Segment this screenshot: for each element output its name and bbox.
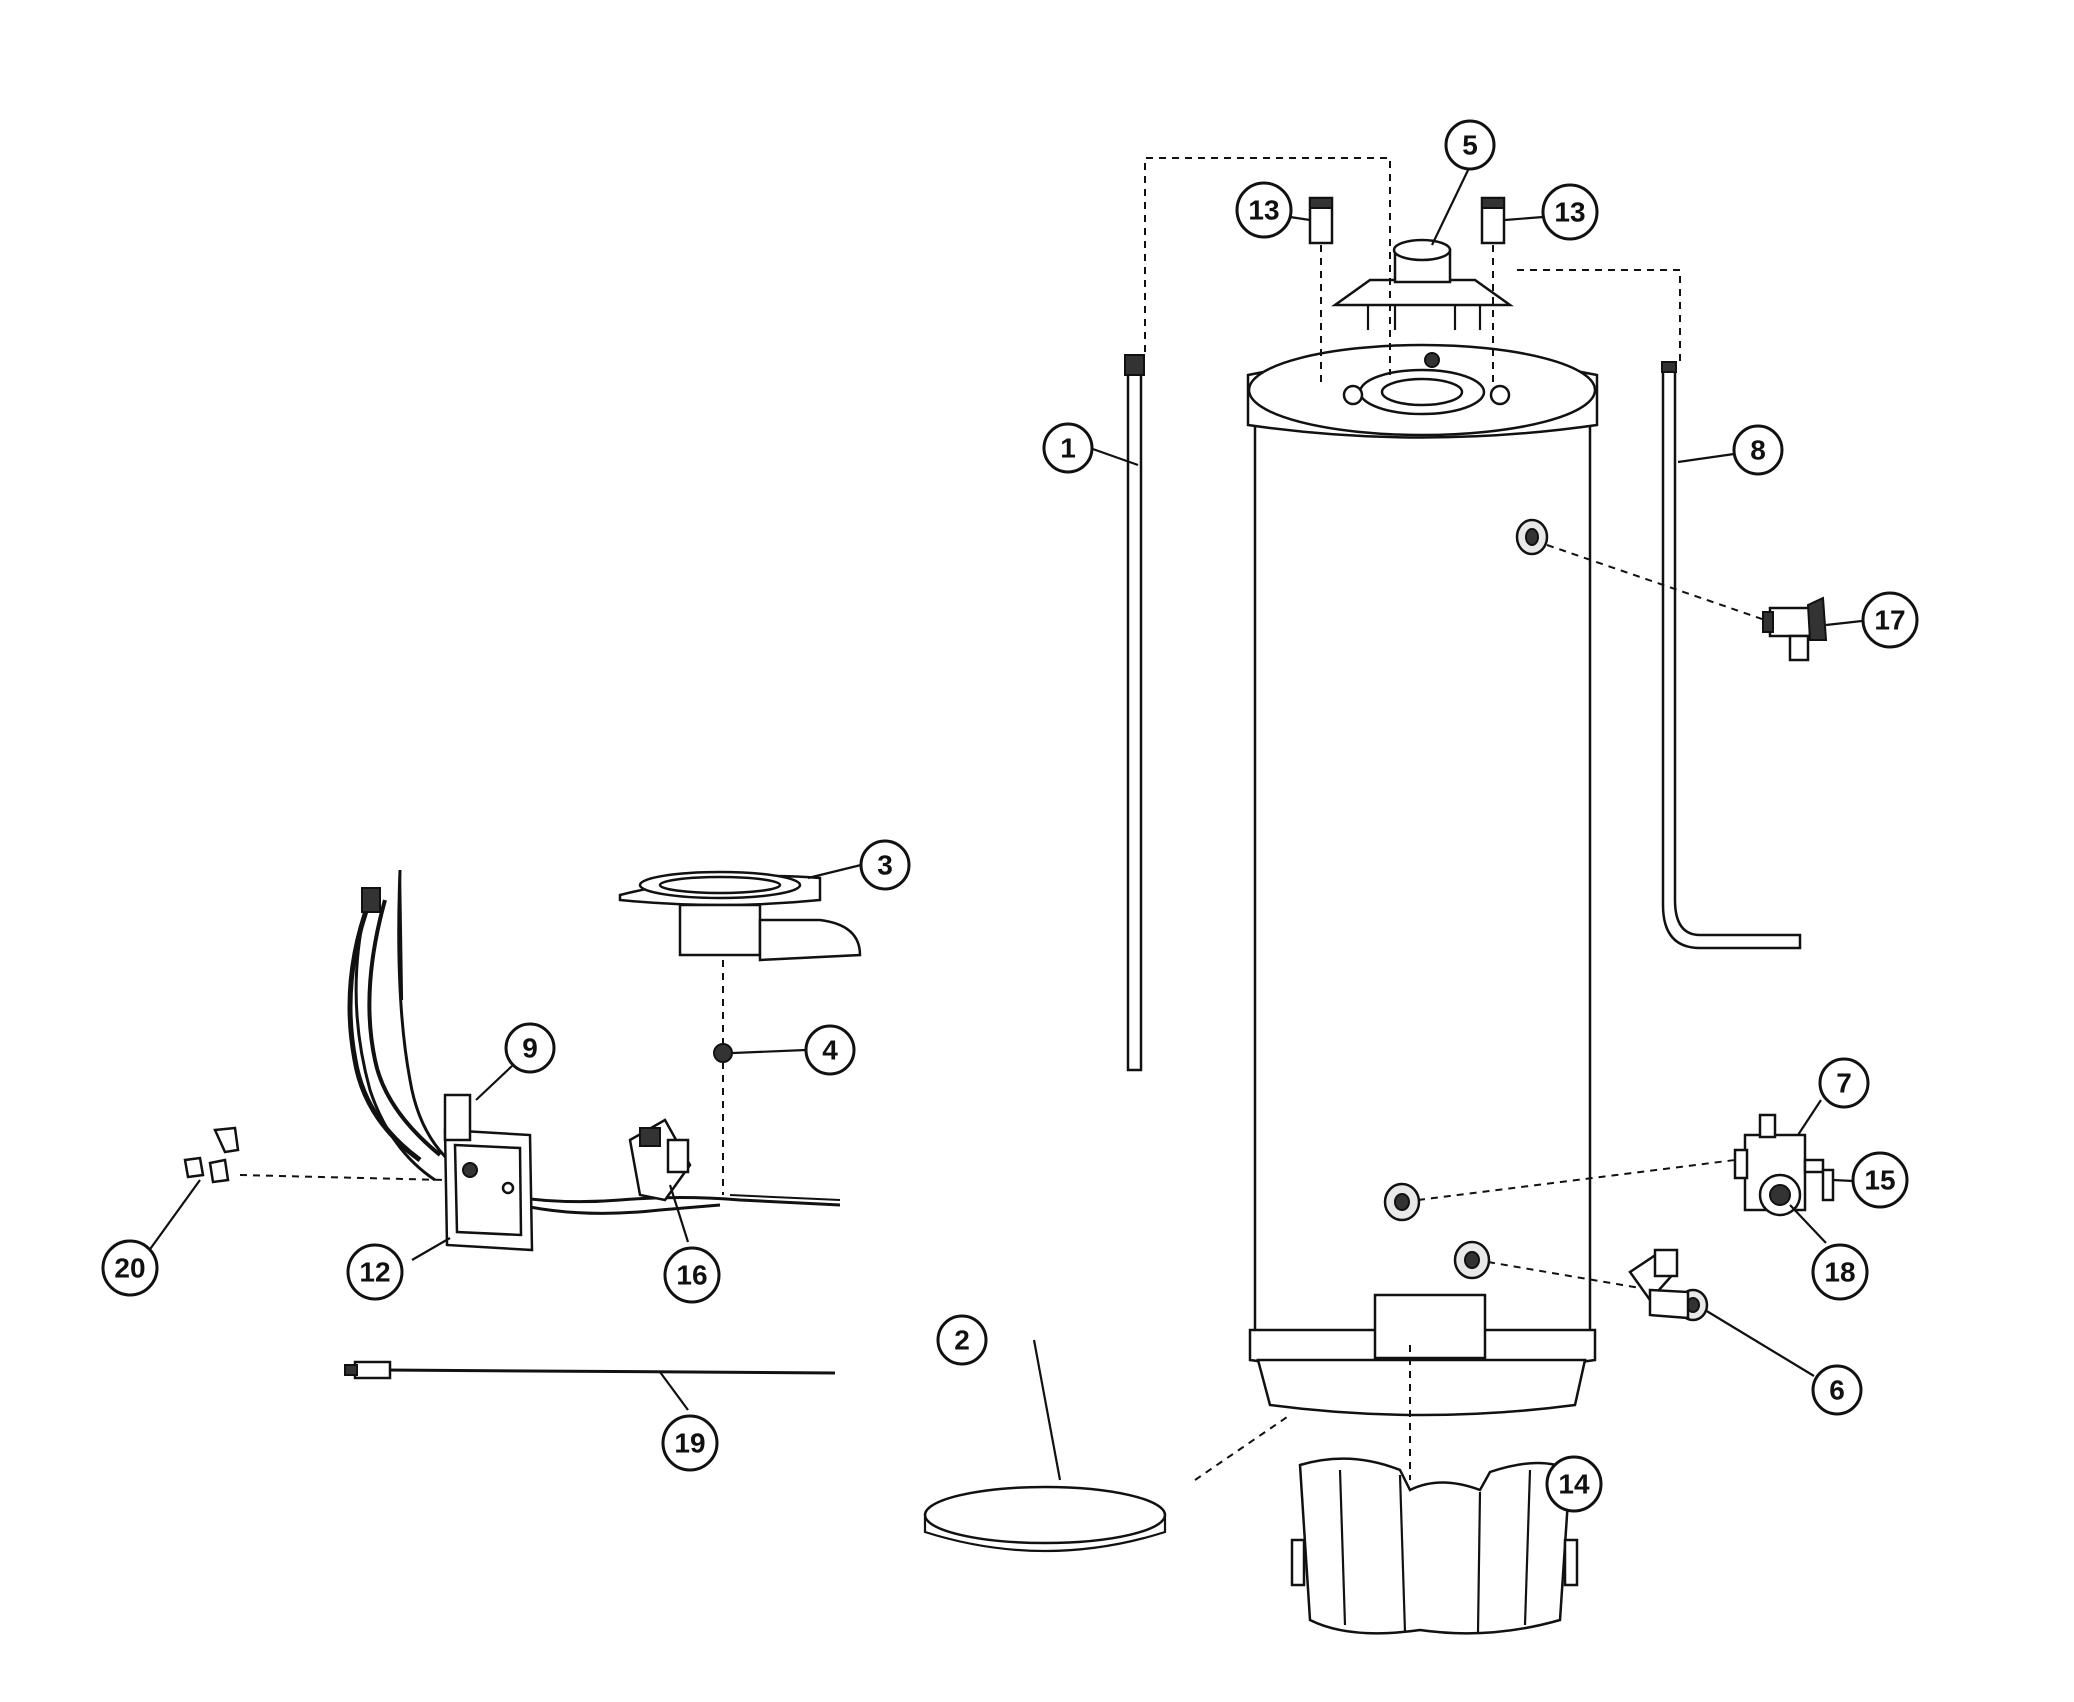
heat-trap-nipple-right-part-13 [1480,196,1506,245]
callout-label: 13 [1248,195,1279,226]
callout-6: 6 [1811,1364,1863,1416]
callout-13-right: 13 [1541,183,1599,241]
callout-1: 1 [1042,422,1094,474]
callout-label: 3 [877,850,893,881]
anode-rod-part-1 [1124,354,1145,1072]
callout-13-left: 13 [1235,181,1293,239]
base-pan-part-14 [1290,1457,1579,1635]
callout-9: 9 [504,1022,556,1074]
callout-7: 7 [1818,1057,1870,1109]
heat-trap-nipple-left-part-13 [1308,196,1334,245]
callout-label: 8 [1750,435,1766,466]
callout-12: 12 [346,1243,404,1301]
callout-label: 16 [676,1260,707,1291]
callout-4: 4 [804,1024,856,1076]
callout-label: 2 [954,1325,970,1356]
callout-label: 6 [1829,1375,1845,1406]
callout-label: 19 [674,1428,705,1459]
callout-label: 7 [1836,1068,1852,1099]
burner-assembly-wiring [347,869,841,1215]
drain-valve-part-6 [1628,1248,1709,1322]
callout-label: 9 [522,1033,538,1064]
thermocouple-part-19 [344,1360,836,1380]
alignment-dashed-lines [239,157,1766,1481]
relief-valve-part-17 [1762,596,1828,662]
callout-2: 2 [936,1314,988,1366]
callout-label: 18 [1824,1257,1855,1288]
callout-18: 18 [1811,1243,1869,1301]
leader-lines [147,165,1863,1489]
clips-part-20 [183,1126,240,1184]
callout-label: 1 [1060,433,1076,464]
callout-label: 15 [1864,1165,1895,1196]
water-heater-tank [1246,343,1599,1417]
pilot-assembly-part-16 [628,1118,692,1202]
igniter-part-15 [1821,1168,1835,1202]
gasket-part-12 [462,1162,515,1195]
orifice-part-4 [713,1043,733,1063]
gas-control-valve-part-7 [1733,1113,1825,1217]
callout-15: 15 [1851,1151,1909,1209]
callout-5: 5 [1444,119,1496,171]
callout-3: 3 [859,839,911,891]
burner-part-3 [618,870,862,962]
callout-16: 16 [663,1246,721,1304]
callout-label: 4 [822,1035,838,1066]
dip-tube-part-8 [1661,361,1802,950]
callout-8: 8 [1732,424,1784,476]
callout-label: 12 [359,1257,390,1288]
callout-19: 19 [661,1414,719,1472]
callout-17: 17 [1861,591,1919,649]
callout-label: 20 [114,1253,145,1284]
callout-14: 14 [1545,1455,1603,1513]
callout-label: 17 [1874,605,1905,636]
callout-20: 20 [101,1239,159,1297]
callout-label: 5 [1462,130,1478,161]
flue-adapter-part-5 [1331,238,1514,330]
callout-label: 13 [1554,197,1585,228]
callout-label: 14 [1558,1469,1590,1500]
inner-door-part-9 [443,1093,534,1252]
base-ring-part-2 [923,1485,1167,1553]
